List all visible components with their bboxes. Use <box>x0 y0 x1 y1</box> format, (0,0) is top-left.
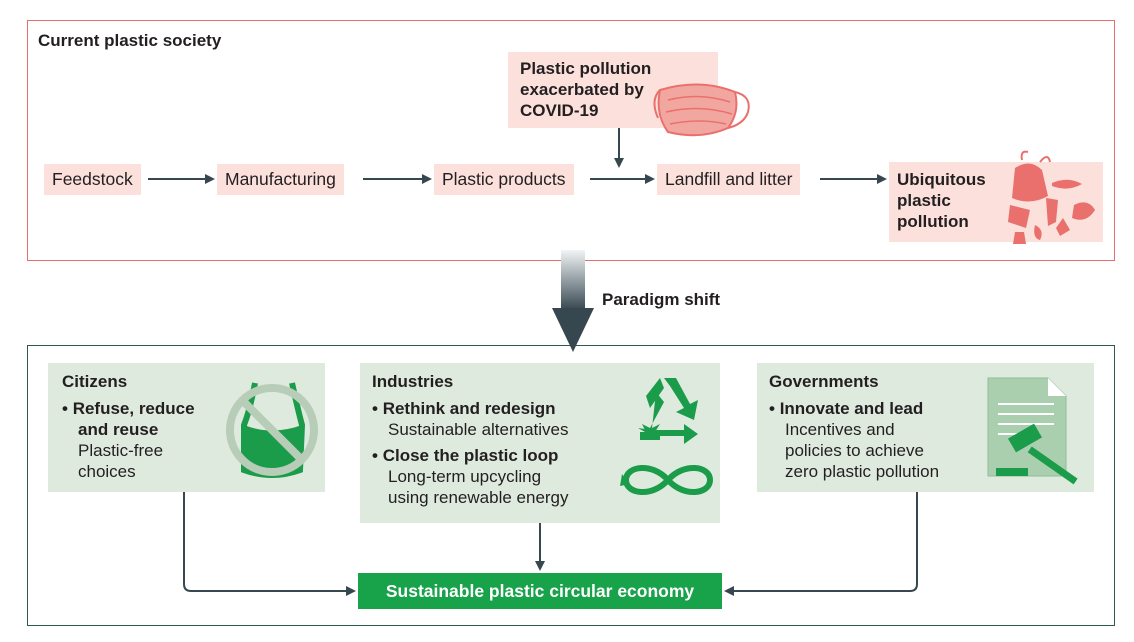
governments-bullet-text: Innovate and lead <box>779 399 924 418</box>
step-feedstock: Feedstock <box>44 164 141 195</box>
infinity-loop-icon <box>620 464 714 496</box>
governments-bullet: • Innovate and lead <box>769 399 924 418</box>
citizens-bullet-text: Refuse, reduce <box>72 399 195 418</box>
pollution-line-2: plastic <box>897 191 951 210</box>
step-manufacturing: Manufacturing <box>217 164 344 195</box>
connector-arrows <box>183 492 918 596</box>
paradigm-shift-arrow <box>552 250 594 352</box>
industries-sub-1: Sustainable alternatives <box>388 420 569 439</box>
face-mask-icon <box>653 83 750 137</box>
governments-title: Governments <box>769 372 879 391</box>
industries-sub-2a: Long-term upcycling <box>388 467 542 486</box>
governments-sub-1: Incentives and <box>785 420 895 439</box>
plastic-waste-icon <box>1008 150 1095 244</box>
covid-line-2: exacerbated by <box>520 80 644 99</box>
industries-sub-2b: using renewable energy <box>388 488 569 507</box>
citizens-text: Citizens • Refuse, reduce and reuse Plas… <box>62 372 195 482</box>
citizens-bullet-cont: and reuse <box>78 420 159 439</box>
governments-text: Governments • Innovate and lead Incentiv… <box>769 372 939 482</box>
industries-bullet-1-text: Rethink and redesign <box>382 399 556 418</box>
industries-bullet-2: • Close the plastic loop <box>372 446 559 465</box>
pollution-line-1: Ubiquitous <box>897 170 986 189</box>
no-plastic-bag-icon <box>226 382 318 478</box>
flow-arrows <box>148 128 887 184</box>
pollution-line-3: pollution <box>897 212 969 231</box>
citizens-bullet: • Refuse, reduce <box>62 399 195 418</box>
citizens-title: Citizens <box>62 372 128 391</box>
section-title-current: Current plastic society <box>38 31 222 50</box>
step-plastic-products: Plastic products <box>434 164 574 195</box>
arrow-governments-target <box>724 492 918 596</box>
step-landfill-litter: Landfill and litter <box>657 164 801 195</box>
covid-line-1: Plastic pollution <box>520 59 652 78</box>
pollution-box-text: Ubiquitous plastic pollution <box>897 169 986 232</box>
citizens-sub-2: choices <box>78 462 136 481</box>
industries-text: Industries • Rethink and redesign Sustai… <box>372 372 569 508</box>
recycle-icon <box>638 378 698 444</box>
covid-box-text: Plastic pollution exacerbated by COVID-1… <box>520 58 651 121</box>
citizens-sub-1: Plastic-free <box>78 441 164 460</box>
paradigm-shift-label: Paradigm shift <box>602 290 721 309</box>
legislation-gavel-icon <box>987 377 1078 485</box>
industries-title: Industries <box>372 372 454 391</box>
circular-economy-box: Sustainable plastic circular economy <box>358 573 722 609</box>
industries-bullet-1: • Rethink and redesign <box>372 399 556 418</box>
governments-sub-2: policies to achieve <box>785 441 924 460</box>
covid-line-3: COVID-19 <box>520 101 599 120</box>
industries-bullet-2-text: Close the plastic loop <box>382 446 559 465</box>
arrow-citizens-target <box>183 492 356 596</box>
governments-sub-3: zero plastic pollution <box>785 462 940 481</box>
